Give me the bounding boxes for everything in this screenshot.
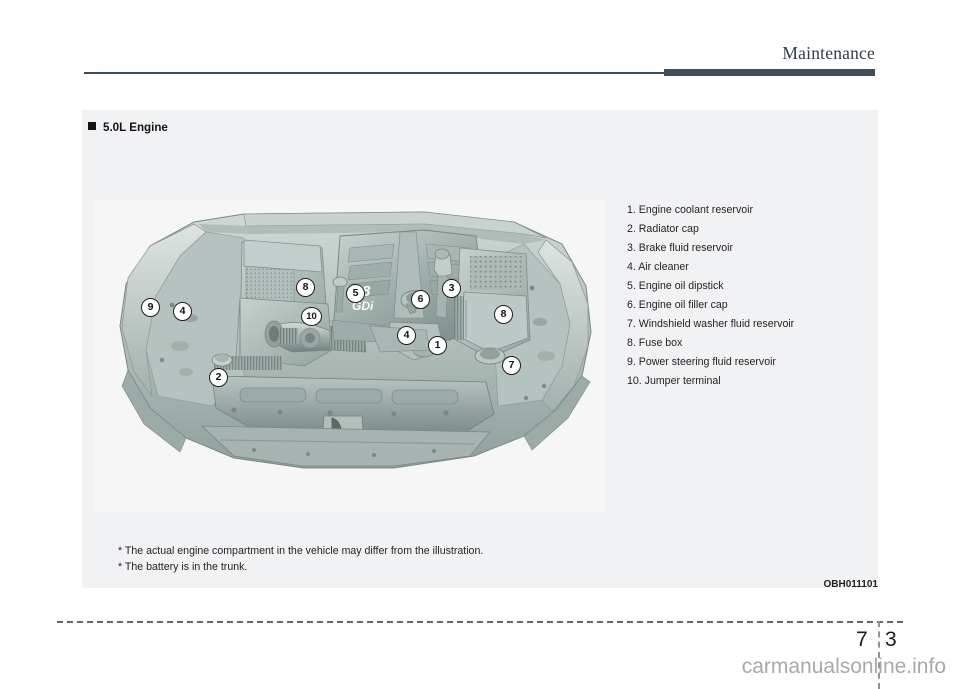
legend-item-7: 7. Windshield washer fluid reservoir — [627, 318, 795, 330]
callout-marker-3: 3 — [442, 279, 461, 298]
header-rule-thin — [84, 72, 875, 74]
page-header: Maintenance — [0, 0, 960, 90]
engine-bay-diagram: V8 GDi — [94, 200, 605, 512]
legend-item-10: 10. Jumper terminal — [627, 375, 721, 387]
page-number: 3 — [885, 628, 897, 651]
callout-marker-8: 8 — [296, 278, 315, 297]
legend-item-3: 3. Brake fluid reservoir — [627, 242, 733, 254]
legend-item-5: 5. Engine oil dipstick — [627, 280, 724, 292]
section-heading-label: 5.0L Engine — [103, 121, 168, 134]
callout-marker-9: 9 — [141, 298, 160, 317]
component-legend-list: 1. Engine coolant reservoir 2. Radiator c… — [627, 201, 877, 391]
legend-item-2: 2. Radiator cap — [627, 223, 699, 235]
legend-item-1: 1. Engine coolant reservoir — [627, 204, 754, 216]
section-heading: 5.0L Engine — [88, 121, 168, 134]
callout-marker-2: 2 — [209, 368, 228, 387]
legend-item-6: 6. Engine oil filler cap — [627, 299, 728, 311]
chapter-number: 7 — [856, 628, 868, 651]
engine-bay-illustration-panel: V8 GDi — [94, 200, 605, 512]
callout-marker-1: 1 — [428, 336, 447, 355]
callout-marker-6: 6 — [411, 290, 430, 309]
callout-marker-5: 5 — [346, 284, 365, 303]
footnote-line-2: * The battery is in the trunk. — [118, 560, 248, 573]
figure-code: OBH011101 — [823, 579, 879, 590]
chapter-title: Maintenance — [782, 43, 875, 63]
callout-marker-4: 4 — [397, 326, 416, 345]
legend-item-9: 9. Power steering fluid reservoir — [627, 356, 776, 368]
footnotes: * The actual engine compartment in the v… — [118, 544, 718, 575]
callout-marker-7: 7 — [502, 356, 521, 375]
filled-square-bullet-icon — [88, 122, 96, 130]
legend-item-8: 8. Fuse box — [627, 337, 683, 349]
legend-item-4: 4. Air cleaner — [627, 261, 689, 273]
site-watermark: carmanualsonline.info — [741, 655, 946, 678]
footnote-line-1: * The actual engine compartment in the v… — [118, 545, 484, 557]
footer-divider-horizontal — [57, 621, 903, 623]
callout-marker-4: 4 — [173, 302, 192, 321]
callout-marker-10: 10 — [301, 307, 322, 326]
callout-marker-8: 8 — [494, 305, 513, 324]
footer-divider-vertical — [878, 621, 880, 689]
header-rule-thick — [664, 69, 875, 76]
